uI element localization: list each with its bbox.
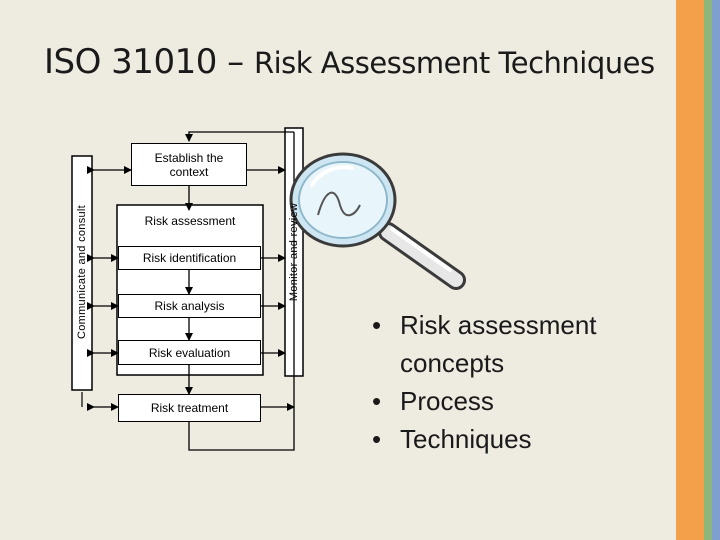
stripe-blue bbox=[712, 0, 720, 540]
title-sub: Risk Assessment Techniques bbox=[253, 46, 655, 80]
risk-analysis-label: Risk analysis bbox=[154, 299, 225, 313]
bullet-item: •Process bbox=[372, 386, 494, 416]
title-main: ISO 31010 – bbox=[44, 42, 254, 82]
communicate-consult-label: Communicate and consult bbox=[76, 204, 88, 340]
risk-treatment-box: Risk treatment bbox=[118, 394, 261, 422]
stripe-green bbox=[704, 0, 712, 540]
risk-analysis-box: Risk analysis bbox=[118, 294, 261, 318]
establish-context-label: Establish the context bbox=[154, 150, 224, 179]
risk-identification-box: Risk identification bbox=[118, 246, 261, 270]
magnifying-glass-icon bbox=[289, 152, 466, 290]
monitor-review-label: Monitor and review bbox=[288, 202, 300, 302]
risk-identification-label: Risk identification bbox=[142, 251, 237, 265]
risk-evaluation-label: Risk evaluation bbox=[148, 345, 231, 360]
communicate-bar bbox=[71, 155, 93, 391]
bullet-item: •Techniques bbox=[372, 424, 532, 454]
risk-assessment-label: Risk assessment bbox=[144, 214, 236, 228]
bullet-item: •Risk assessment concepts bbox=[372, 310, 597, 378]
risk-evaluation-box: Risk evaluation bbox=[118, 340, 261, 365]
risk-treatment-label: Risk treatment bbox=[150, 401, 229, 415]
bullet-list: •Risk assessment concepts •Process •Tech… bbox=[372, 306, 620, 458]
slide-title: ISO 31010 – Risk Assessment Techniques bbox=[44, 42, 684, 82]
stripe-orange bbox=[676, 0, 704, 540]
establish-context-box: Establish the context bbox=[131, 143, 247, 186]
